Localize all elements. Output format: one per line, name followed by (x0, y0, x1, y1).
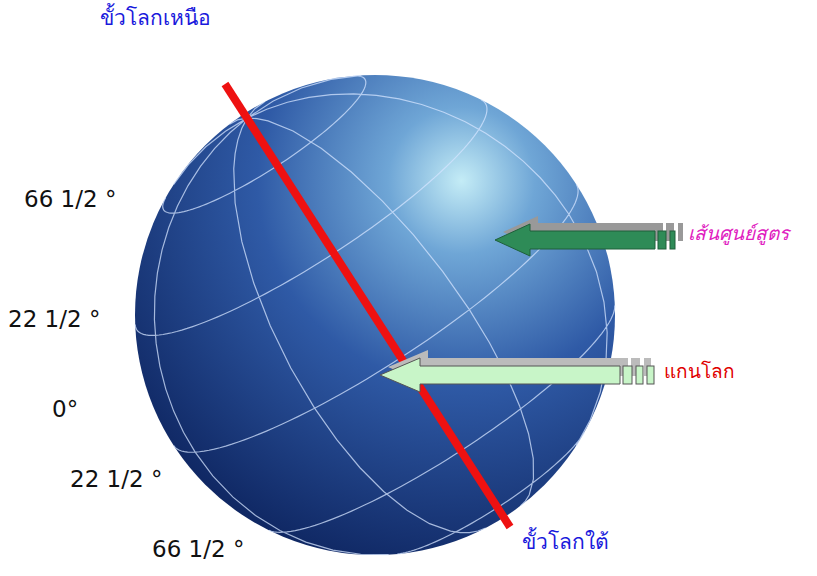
axis-label: แกนโลก (664, 360, 735, 383)
latitude-label: 0° (52, 396, 78, 424)
graticule-lines (43, 0, 706, 576)
equator-label: เส้นศูนย์สูตร (688, 222, 789, 245)
pole-label: ขั้วโลกเหนือ (100, 6, 211, 31)
pole-label: ขั้วโลกใต้ (522, 530, 609, 555)
latitude-label: 22 1/2 ° (8, 306, 100, 334)
earth-axis (225, 84, 510, 527)
latitude-label: 22 1/2 ° (70, 466, 162, 494)
latitude-label: 66 1/2 ° (152, 536, 244, 564)
globe-graticule (43, 0, 706, 576)
equator-arrow (495, 216, 683, 256)
latitude-label: 66 1/2 ° (24, 186, 116, 214)
axis-arrow (380, 350, 654, 392)
